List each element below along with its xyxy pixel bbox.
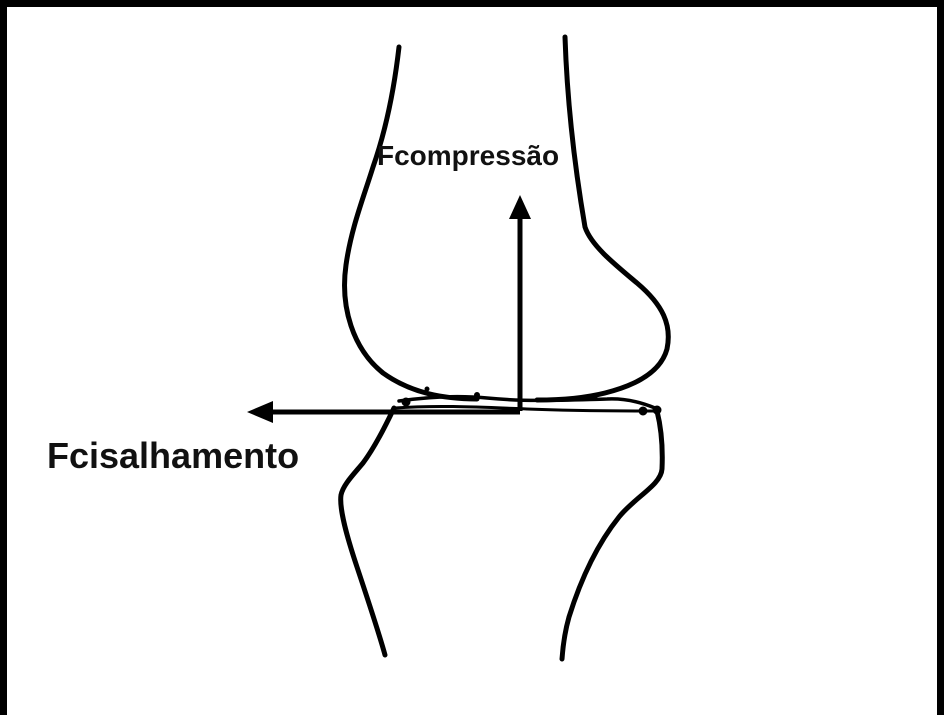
- femur-outline: [345, 37, 669, 400]
- compression-force-arrow: [509, 195, 531, 411]
- compression-force-label: Fcompressão: [377, 140, 559, 172]
- shear-force-label: Fcisalhamento: [47, 435, 299, 477]
- knee-joint-diagram: [7, 7, 944, 722]
- tibia-outline: [341, 408, 663, 659]
- shear-force-arrow: [247, 401, 520, 423]
